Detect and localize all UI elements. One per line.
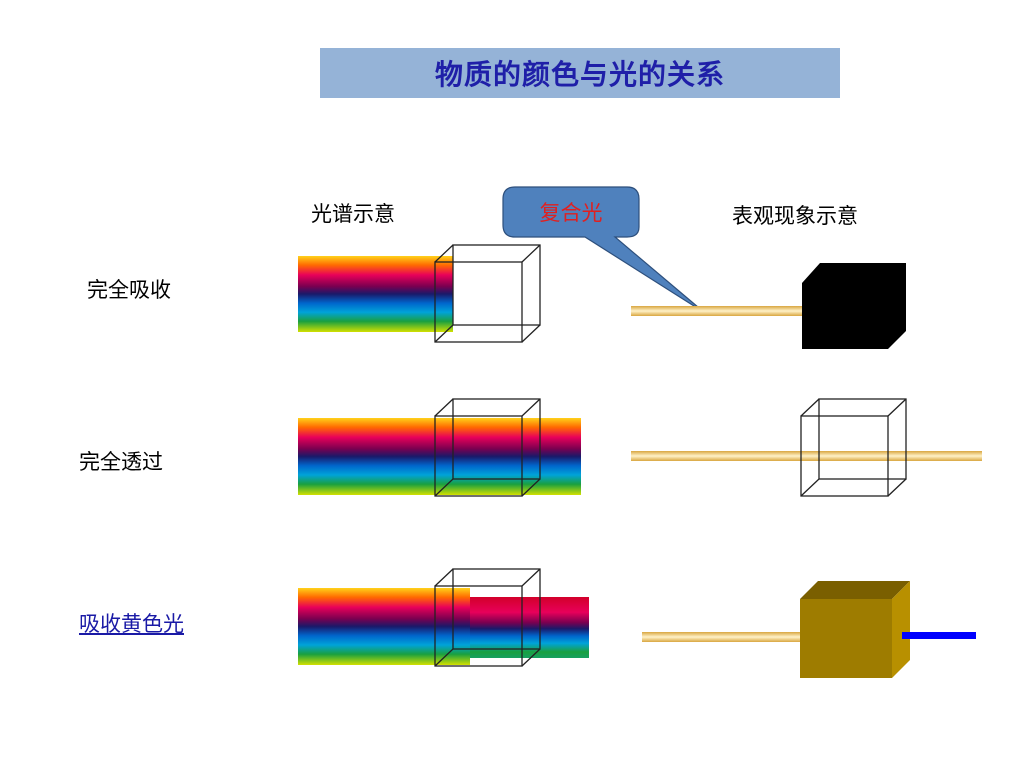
- wireframe-cube-icon: [434, 398, 541, 497]
- row-label-yellow-absorption-link[interactable]: 吸收黄色光: [79, 612, 184, 636]
- page-title: 物质的颜色与光的关系: [320, 48, 840, 98]
- light-beam-row1: [631, 306, 803, 316]
- row-label-full-transmission: 完全透过: [79, 450, 163, 474]
- yellow-absorbing-cube-icon: [800, 581, 910, 678]
- solid-cube-icon: [802, 263, 906, 349]
- wireframe-cube-icon: [434, 244, 541, 343]
- spectrum-band-row3: [298, 588, 470, 665]
- callout-label: 复合光: [539, 201, 603, 225]
- transmitted-blue-beam: [902, 632, 976, 639]
- spectrum-band-row2: [298, 418, 581, 495]
- spectrum-header: 光谱示意: [311, 202, 395, 226]
- light-beam-row2: [631, 451, 982, 461]
- row-label-full-absorption: 完全吸收: [87, 278, 171, 302]
- callout-bubble: [502, 186, 706, 314]
- phenomenon-header: 表观现象示意: [732, 204, 858, 228]
- wireframe-cube-icon: [800, 398, 907, 497]
- light-beam-row3: [642, 632, 802, 642]
- spectrum-band-row1: [298, 256, 453, 332]
- spectrum-band-row3-transmitted: [470, 597, 589, 658]
- wireframe-cube-icon: [434, 568, 541, 667]
